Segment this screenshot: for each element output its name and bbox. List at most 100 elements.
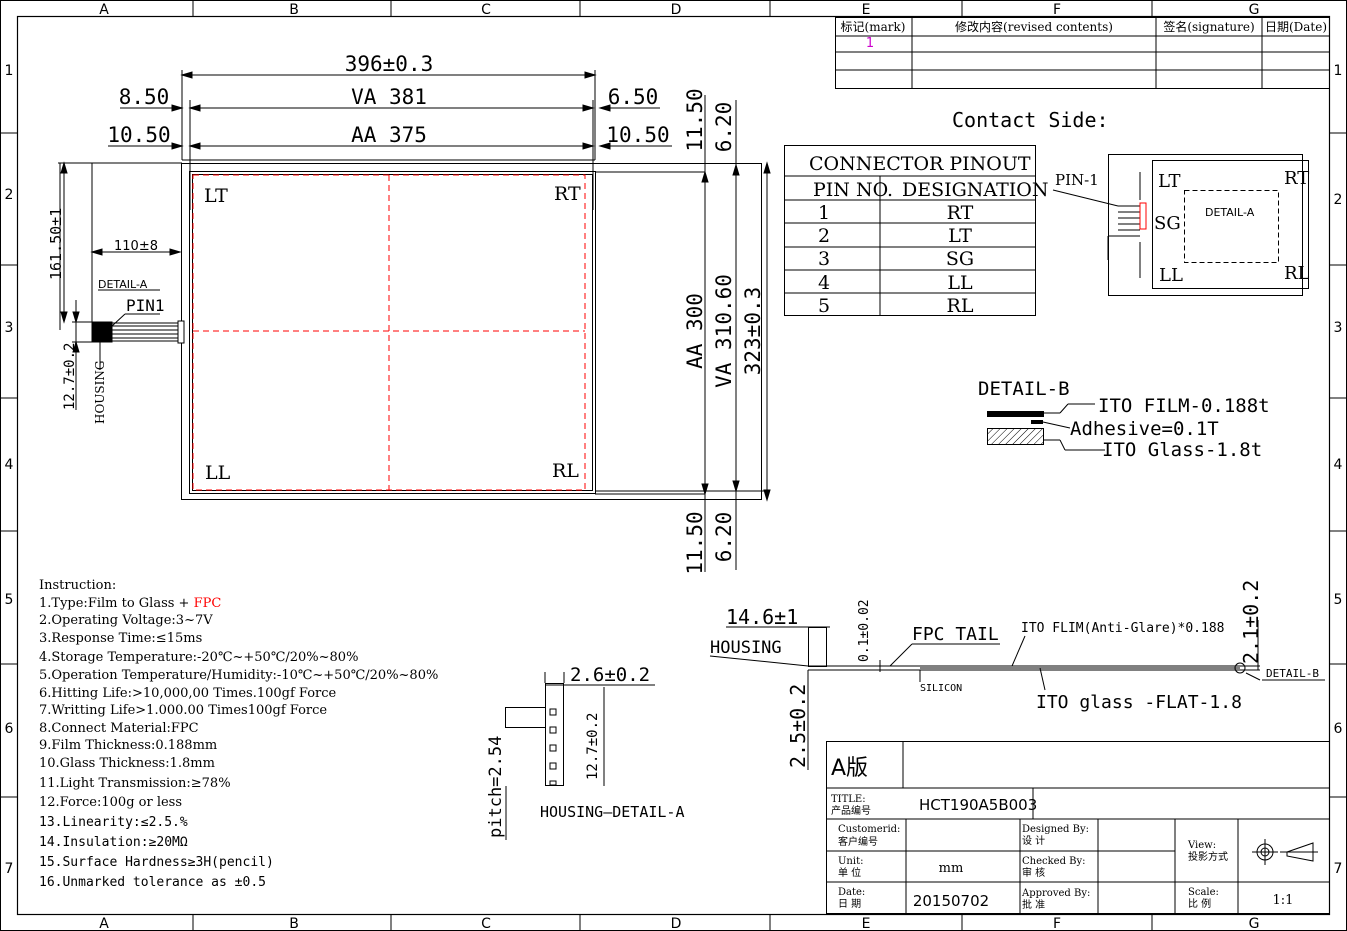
side-gap-dim: 0.1±0.02	[857, 599, 872, 662]
fpc-tail	[59, 163, 185, 370]
top-dimensions	[108, 71, 672, 150]
pinout-pin: 5	[818, 295, 830, 317]
dim-left-va: 8.50	[119, 85, 170, 109]
instruction-item: 4.Storage Temperature:-20℃~+50℃/20%~80%	[39, 650, 358, 665]
approved-label: Approved By:	[1021, 888, 1090, 899]
housing-detail-a	[505, 672, 655, 840]
col-label-f-top: F	[1053, 2, 1061, 18]
view-label: View:	[1187, 840, 1216, 851]
detail-b-film: ITO FILM-0.188t	[1098, 395, 1270, 417]
title-label: TITLE:	[831, 794, 866, 805]
pinout-table: CONNECTOR PINOUT PIN NO. DESIGNATION 1 R…	[784, 145, 1049, 317]
dim-left-aa: 10.50	[107, 123, 170, 147]
col-label-c-bottom: C	[481, 916, 491, 931]
pinout-designation: RT	[947, 202, 974, 224]
aa-centerlines	[192, 174, 586, 491]
title-block-version: A版	[831, 756, 868, 781]
col-label-g-top: G	[1249, 2, 1260, 18]
col-label-b-bottom: B	[289, 916, 299, 931]
housing-width-dim: 2.6±0.2	[570, 664, 650, 686]
col-label-a-bottom: A	[99, 916, 109, 931]
pinout-pin: 3	[818, 248, 830, 270]
col-label-e-top: E	[862, 2, 871, 18]
unit-value: mm	[939, 861, 964, 876]
contact-pin-housing	[1139, 202, 1147, 230]
contact-side-diagram	[1052, 154, 1309, 296]
instruction-item: 10.Glass Thickness:1.8mm	[39, 756, 215, 771]
view-label-cn: 投影方式	[1188, 850, 1228, 863]
dim-fpc-width: 12.7±0.2	[62, 343, 78, 410]
housing-height-dim: 12.7±0.2	[585, 713, 601, 780]
instruction-item: 16.Unmarked tolerance as ±0.5	[39, 875, 266, 890]
customer-label: Customerid:	[838, 824, 900, 835]
contact-lt-label: LT	[1158, 171, 1181, 192]
instruction-item: 15.Surface Hardness≥3H(pencil)	[39, 855, 274, 870]
col-label-b-top: B	[289, 2, 299, 18]
date-label-cn: 日 期	[838, 898, 861, 910]
col-label-g-bottom: G	[1249, 916, 1260, 931]
designed-label: Designed By:	[1022, 824, 1089, 835]
contact-rt-label: RT	[1284, 168, 1309, 189]
pinout-designation: LL	[947, 272, 973, 294]
row-label-4-right: 4	[1334, 457, 1343, 473]
detail-a-callout: DETAIL-A	[98, 278, 148, 291]
corner-rt-label: RT	[554, 183, 581, 205]
instruction-item: 3.Response Time:≤15ms	[39, 631, 202, 646]
revision-header-contents: 修改内容(revised contents)	[955, 19, 1113, 34]
col-label-c-top: C	[481, 2, 491, 18]
instruction-item: 6.Hitting Life:>10,000,00 Times.100gf Fo…	[39, 686, 337, 701]
unit-label: Unit:	[838, 856, 863, 867]
side-height-right: 2.1±0.2	[1239, 580, 1263, 664]
instructions: Instruction: 1.Type:Film to Glass + FPC …	[39, 578, 438, 890]
instruction-item: 2.Operating Voltage:3~7V	[39, 613, 213, 628]
pin1-callout: PIN1	[126, 296, 165, 315]
revision-header-signature: 签名(signature)	[1163, 19, 1254, 34]
dim-right-aa: 10.50	[606, 123, 669, 147]
row-label-3-right: 3	[1334, 320, 1343, 336]
side-ito-flim: ITO FLIM(Anti-Glare)*0.188	[1021, 621, 1225, 636]
revision-header-date: 日期(Date)	[1265, 20, 1327, 34]
contact-rl-label: RL	[1284, 263, 1310, 284]
checked-label: Checked By:	[1022, 856, 1086, 867]
dim-va-height: VA 310.60	[712, 274, 736, 388]
dim-top-va: 6.20	[712, 102, 736, 153]
dim-fpc-offset: 161.50±1	[47, 208, 65, 280]
instruction-item: 7.Writting Life>1.000.00 Times100gf Forc…	[39, 703, 327, 718]
contact-detail-label: DETAIL-A	[1205, 206, 1255, 219]
customer-label-cn: 客户编号	[838, 835, 878, 848]
dim-fpc-length: 110±8	[114, 239, 158, 254]
approved-label-cn: 批 准	[1022, 898, 1045, 911]
pinout-col-designation: DESIGNATION	[902, 179, 1049, 201]
revision-header-mark: 标记(mark)	[841, 20, 906, 34]
scale-value: 1:1	[1273, 893, 1294, 908]
pinout-designation: RL	[947, 295, 974, 317]
row-label-5-right: 5	[1334, 592, 1343, 608]
side-ito-glass: ITO glass -FLAT-1.8	[1036, 692, 1242, 713]
side-silicon: SILICON	[920, 683, 962, 694]
dim-right-va: 6.50	[608, 85, 659, 109]
revision-mark-value: 1	[866, 36, 874, 51]
corner-rl-label: RL	[552, 460, 579, 482]
side-fpc-tail: FPC TAIL	[912, 624, 999, 645]
instruction-item: 13.Linearity:≤2.5.%	[39, 815, 188, 830]
fpc-dimension-arrows	[60, 161, 182, 410]
contact-sg-label: SG	[1154, 213, 1181, 234]
corner-ll-label: LL	[205, 462, 231, 484]
col-label-d-bottom: D	[671, 916, 682, 931]
col-label-e-bottom: E	[862, 916, 871, 931]
side-housing-label: HOUSING	[710, 638, 782, 658]
housing-detail-label: HOUSING—DETAIL-A	[540, 803, 685, 821]
instruction-item: 9.Film Thickness:0.188mm	[39, 738, 217, 753]
dim-bottom-va: 6.20	[712, 512, 736, 563]
row-label-7-left: 7	[5, 861, 14, 877]
row-label-6-right: 6	[1334, 721, 1343, 737]
title-value: HCT190A5B003	[919, 796, 1037, 814]
detail-b-adhesive: Adhesive=0.1T	[1070, 418, 1219, 440]
instruction-item: 14.Insulation:≥20MΩ	[39, 835, 188, 850]
dim-overall-width: 396±0.3	[345, 52, 434, 76]
revision-table: 标记(mark) 修改内容(revised contents) 签名(signa…	[835, 17, 1330, 89]
checked-label-cn: 审 核	[1022, 866, 1045, 879]
row-label-7-right: 7	[1334, 861, 1343, 877]
row-label-2-right: 2	[1334, 192, 1343, 208]
